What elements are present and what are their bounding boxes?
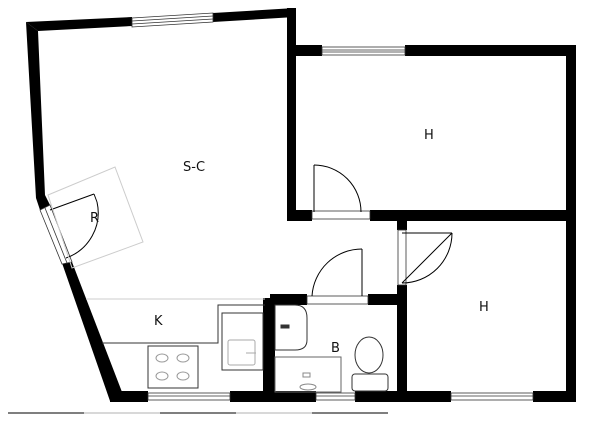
wall-bottom-3	[355, 391, 451, 402]
wall-bath-top-left	[270, 294, 307, 305]
walls	[26, 8, 576, 402]
window-bedroom2-bottom	[450, 392, 534, 401]
washbasin-icon	[302, 372, 311, 378]
wall-bottom-1	[110, 391, 148, 402]
door-entrance[interactable]	[49, 193, 99, 259]
room-label-bathroom: B	[331, 341, 340, 356]
wall-left	[26, 22, 50, 210]
room-label-bedroom-2: H	[479, 300, 489, 315]
wall-hall-partition	[397, 285, 407, 392]
kitchen-counter	[102, 304, 265, 344]
wall-divider-sc-h	[287, 8, 296, 218]
door-bedroom2[interactable]	[397, 229, 453, 286]
windows	[39, 12, 534, 401]
door-bedroom1[interactable]	[311, 164, 371, 220]
wall-top-left	[26, 17, 132, 31]
room-label-living: S-C	[183, 160, 205, 175]
doors[interactable]	[49, 164, 453, 305]
window-sc-top	[131, 12, 214, 28]
wall-right	[566, 45, 576, 402]
wall-bottom-2	[230, 391, 316, 402]
kitchen-sink-icon	[221, 312, 264, 371]
wall-bottom-4	[533, 391, 576, 402]
room-label-kitchen: K	[154, 314, 163, 329]
window-hall	[39, 204, 73, 265]
drain-icon	[299, 383, 317, 391]
wall-bath-top-right	[368, 294, 406, 305]
fixtures	[47, 166, 389, 393]
room-label-bedroom-1: H	[424, 128, 434, 143]
stove-icon	[147, 345, 199, 389]
hall-mat-area	[47, 166, 144, 269]
window-bedroom1-top	[321, 46, 406, 56]
room-label-hall: R	[90, 211, 99, 226]
wall-bedroom1-bottom-right	[370, 210, 576, 221]
room-labels: S-C H H R K B	[90, 128, 489, 356]
bath-counter	[274, 356, 342, 393]
toilet-icon	[351, 336, 389, 392]
wall-bath-left	[263, 298, 275, 398]
window-bath-bottom	[315, 392, 356, 401]
wall-hall-partition-top	[397, 210, 407, 230]
wall-left-diagonal	[62, 262, 122, 401]
wall-top-right	[213, 8, 295, 22]
wall-bedroom1-top-left	[287, 45, 322, 56]
wall-bedroom1-bottom-left	[287, 210, 312, 221]
shower-icon	[274, 304, 308, 351]
door-bathroom[interactable]	[306, 248, 369, 305]
window-kitchen-bottom	[147, 392, 231, 401]
wall-bedroom1-top-right	[405, 45, 575, 56]
